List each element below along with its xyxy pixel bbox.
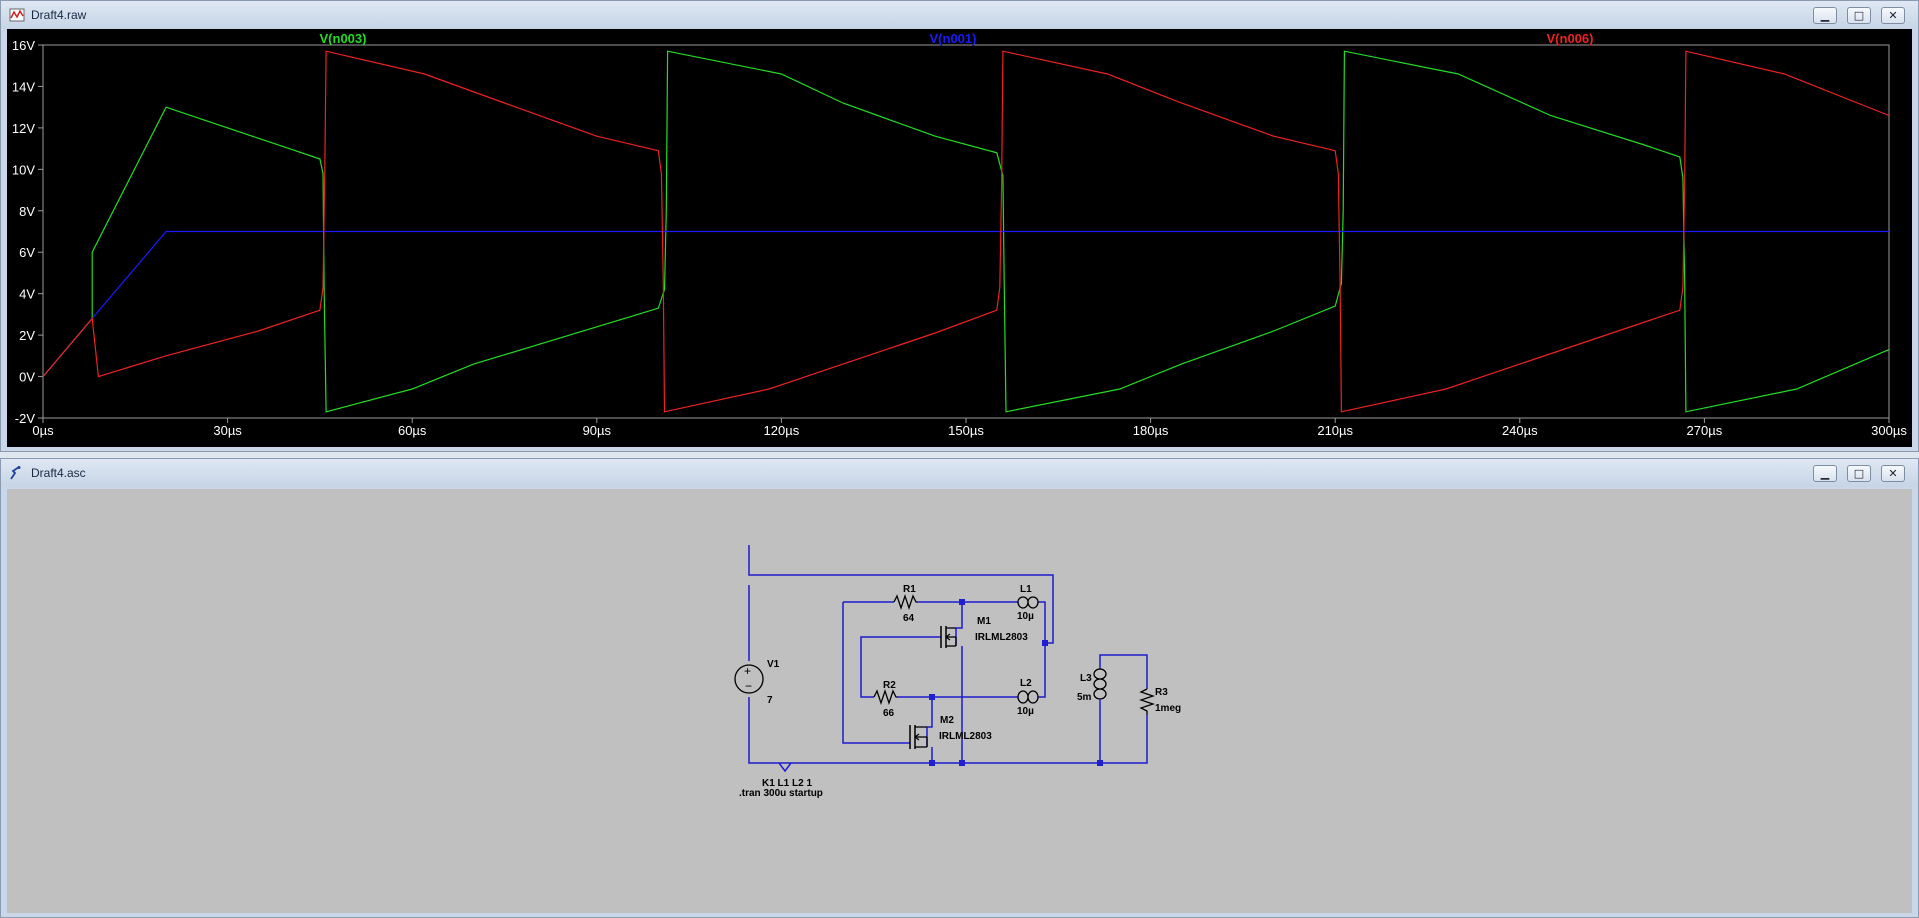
- waveform-pane[interactable]: -2V 0V 2V 4V 6V 8V 10V 12V 14V 16V 0µs 30µs 60µs 90µs…: [7, 29, 1912, 447]
- x-tick-label: 210µs: [1317, 423, 1353, 438]
- m1-mosfet[interactable]: M1 IRLML2803: [940, 616, 1028, 648]
- junction-dots: [929, 599, 1103, 766]
- legend-label: V(n006): [1547, 31, 1594, 46]
- y-tick-label: 10V: [12, 162, 35, 177]
- l3-inductor[interactable]: L3 5m: [1077, 668, 1107, 723]
- legend-label: V(n003): [320, 31, 367, 46]
- l3-label: L3: [1080, 673, 1092, 684]
- maximize-button[interactable]: □: [1847, 7, 1871, 24]
- m1-value: IRLML2803: [975, 632, 1028, 643]
- schematic-window-title: Draft4.asc: [31, 466, 86, 480]
- r3-label: R3: [1155, 687, 1168, 698]
- waveform-window[interactable]: Draft4.raw ▁ □ ✕ -2V 0V 2V 4V 6V 8V 10V 12V 14V 1…: [0, 0, 1919, 452]
- y-tick-label: 8V: [19, 204, 35, 219]
- x-tick-label: 0µs: [32, 423, 54, 438]
- x-tick-label: 180µs: [1133, 423, 1169, 438]
- series-line-vn003: [42, 50, 1890, 413]
- schematic-drawing[interactable]: + − V1 7 R1 64 R2 66 L1 10: [7, 489, 1912, 913]
- x-tick-label: 300µs: [1871, 423, 1907, 438]
- l1-value: 10µ: [1017, 611, 1034, 622]
- r2-value: 66: [883, 708, 895, 719]
- x-tick-label: 90µs: [583, 423, 612, 438]
- x-tick-label: 120µs: [764, 423, 800, 438]
- close-button[interactable]: ✕: [1881, 465, 1905, 482]
- y-tick-label: 16V: [12, 38, 35, 53]
- schematic-icon: [10, 466, 21, 480]
- r1-label: R1: [903, 584, 916, 595]
- l2-inductor[interactable]: L2 10µ: [1017, 678, 1039, 717]
- y-tick-label: 12V: [12, 121, 35, 136]
- r1-resistor[interactable]: R1 64: [893, 584, 918, 624]
- x-tick-label: 150µs: [948, 423, 984, 438]
- svg-text:−: −: [745, 679, 752, 693]
- y-tick-label: 14V: [12, 79, 35, 94]
- legend-label: V(n001): [930, 31, 977, 46]
- x-tick-label: 60µs: [398, 423, 427, 438]
- v1-source[interactable]: + − V1 7: [734, 659, 780, 706]
- y-tick-label: 6V: [19, 245, 35, 260]
- waveform-titlebar[interactable]: Draft4.raw ▁ □ ✕: [1, 1, 1918, 29]
- l2-value: 10µ: [1017, 706, 1034, 717]
- r3-value: 1meg: [1155, 703, 1181, 714]
- x-tick-label: 30µs: [213, 423, 242, 438]
- waveform-icon: [9, 8, 25, 22]
- y-tick-label: 2V: [19, 328, 35, 343]
- v1-value: 7: [767, 695, 773, 706]
- m1-label: M1: [977, 616, 991, 627]
- series-line-vn001: [42, 230, 1889, 377]
- close-button[interactable]: ✕: [1881, 7, 1905, 24]
- maximize-button[interactable]: □: [1847, 465, 1871, 482]
- directive-coupling[interactable]: K1 L1 L2 1: [762, 778, 812, 789]
- schematic-window[interactable]: Draft4.asc ▁ □ ✕: [0, 458, 1919, 918]
- x-tick-label: 270µs: [1687, 423, 1723, 438]
- y-tick-label: -2V: [15, 411, 36, 426]
- m2-mosfet[interactable]: M2 IRLML2803: [909, 715, 992, 749]
- svg-text:+: +: [744, 664, 751, 678]
- l1-label: L1: [1020, 584, 1032, 595]
- schematic-titlebar[interactable]: Draft4.asc ▁ □ ✕: [1, 459, 1918, 487]
- y-tick-label: 4V: [19, 287, 35, 302]
- y-tick-label: 0V: [19, 370, 35, 385]
- l1-inductor[interactable]: L1 10µ: [1017, 584, 1039, 622]
- r2-label: R2: [883, 680, 896, 691]
- l2-label: L2: [1020, 678, 1032, 689]
- l3-value: 5m: [1077, 692, 1092, 703]
- m2-value: IRLML2803: [939, 731, 992, 742]
- m2-label: M2: [940, 715, 954, 726]
- directive-tran[interactable]: .tran 300u startup: [739, 788, 823, 799]
- series-line-vn006: [42, 50, 1890, 413]
- r2-resistor[interactable]: R2 66: [873, 680, 898, 719]
- r3-resistor[interactable]: R3 1meg: [1138, 687, 1181, 715]
- x-tick-label: 240µs: [1502, 423, 1538, 438]
- waveform-plot[interactable]: -2V 0V 2V 4V 6V 8V 10V 12V 14V 16V 0µs 30µs 60µs 90µs…: [7, 29, 1912, 447]
- waveform-window-title: Draft4.raw: [31, 8, 87, 22]
- schematic-canvas[interactable]: + − V1 7 R1 64 R2 66 L1 10: [7, 489, 1912, 913]
- minimize-button[interactable]: ▁: [1813, 7, 1837, 24]
- v1-label: V1: [767, 659, 780, 670]
- r1-value: 64: [903, 613, 915, 624]
- minimize-button[interactable]: ▁: [1813, 465, 1837, 482]
